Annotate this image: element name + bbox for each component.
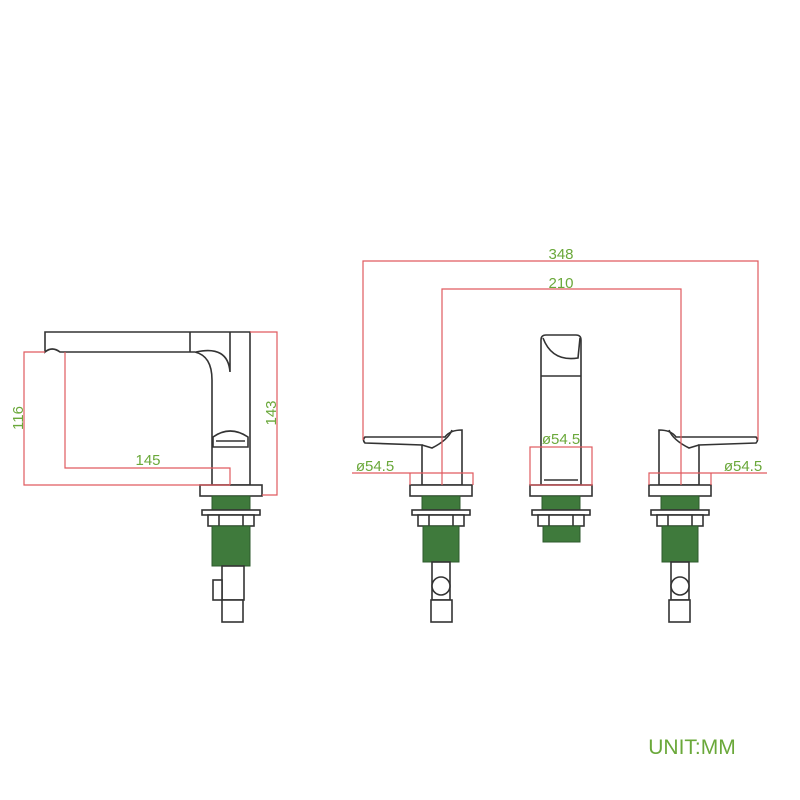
unit-label: UNIT:MM	[648, 736, 736, 759]
front-left-handle-valve	[362, 429, 473, 623]
dim-left-base-diameter: ø54.5	[356, 458, 394, 475]
dim-spout-reach: 145	[135, 452, 160, 469]
dim-overall-width: 348	[548, 246, 573, 263]
side-view-dimensions	[23, 331, 278, 496]
dim-spout-height: 116	[10, 406, 27, 430]
front-view-dimensions	[352, 260, 767, 486]
side-handle	[212, 430, 249, 448]
front-right-handle-valve	[648, 429, 759, 623]
dim-center-base-diameter: ø54.5	[542, 431, 580, 448]
dim-right-base-diameter: ø54.5	[724, 458, 762, 475]
dim-center-spacing: 210	[548, 275, 573, 292]
dim-total-height: 143	[263, 400, 280, 425]
